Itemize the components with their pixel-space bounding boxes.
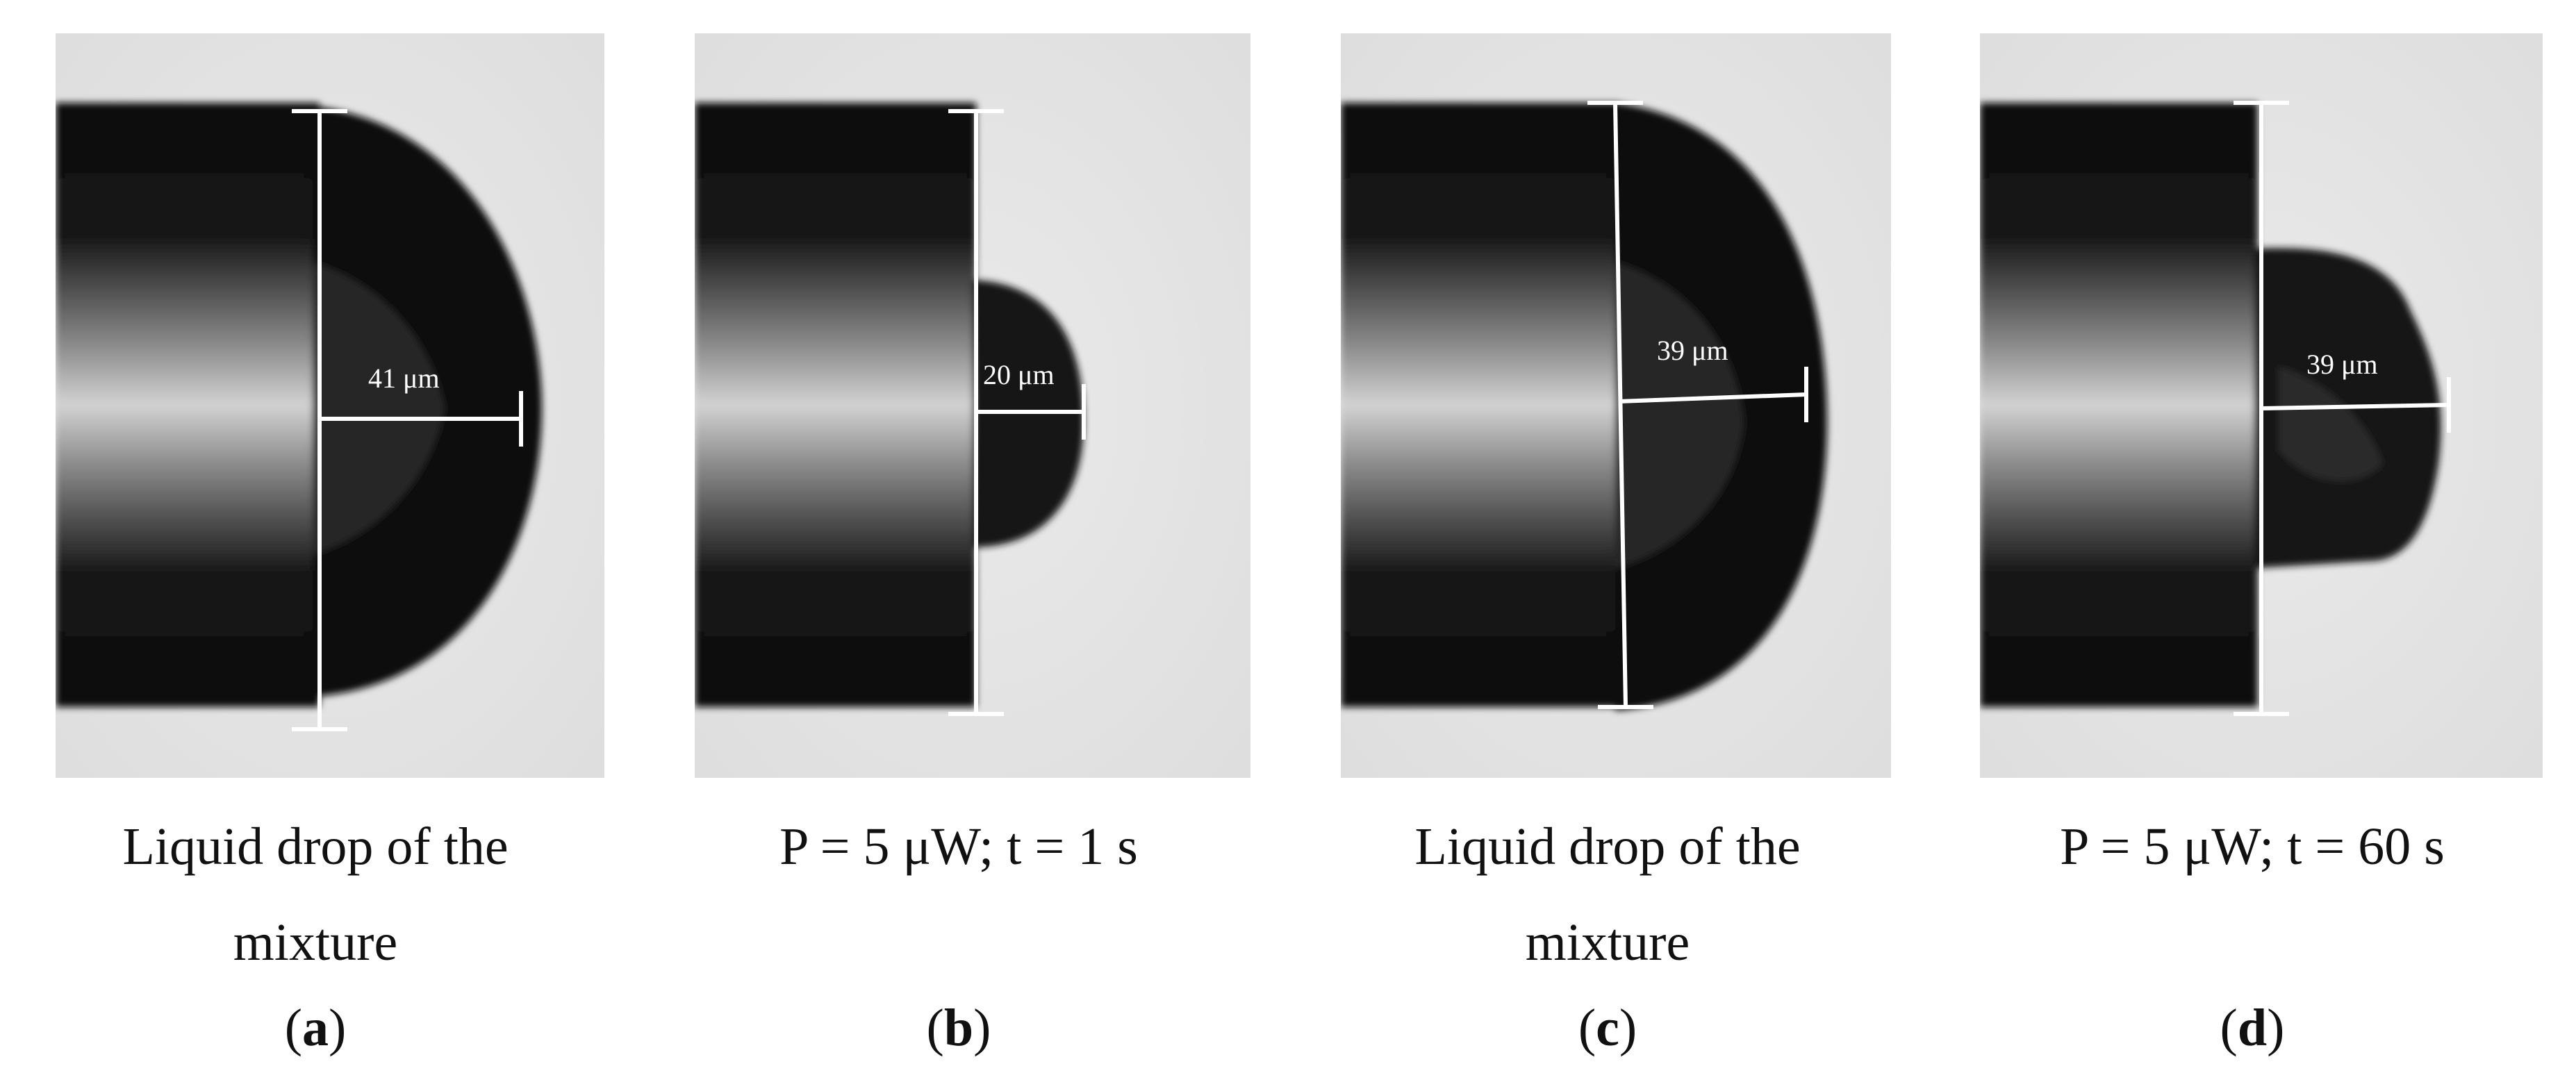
panel-letter-d: (d) [2220, 999, 2285, 1057]
fiber-c [1341, 103, 1619, 707]
measurement-label-d: 39 μm [2306, 349, 2378, 380]
drop-photo-a: 41 μm [56, 33, 604, 778]
panel-letter-c: (c) [1578, 999, 1637, 1057]
measurement-label-c: 39 μm [1657, 335, 1728, 366]
measurement-label-b: 20 μm [983, 359, 1055, 390]
panel-letter-a: (a) [284, 999, 347, 1057]
fiber-a [56, 103, 320, 707]
fiber-b [695, 103, 976, 707]
fiber-d [1980, 103, 2258, 707]
measurement-label-a: 41 μm [368, 363, 440, 394]
scale-bar-d [2234, 101, 2451, 716]
caption-c: Liquid drop of the mixture [1414, 817, 1801, 972]
caption-a: Liquid drop of the mixture [122, 817, 509, 972]
panel-letter-b: (b) [926, 999, 991, 1057]
scale-bar-a [292, 109, 523, 731]
caption-b: P = 5 μW; t = 1 s [779, 817, 1138, 876]
drop-photo-d: 39 μm [1980, 33, 2543, 778]
scale-bar-b [948, 109, 1086, 716]
drop-photo-c: 39 μm [1341, 33, 1891, 778]
scale-bar-c [1587, 101, 1808, 709]
drop-photo-b: 20 μm [695, 33, 1250, 778]
caption-d: P = 5 μW; t = 60 s [2060, 817, 2445, 876]
